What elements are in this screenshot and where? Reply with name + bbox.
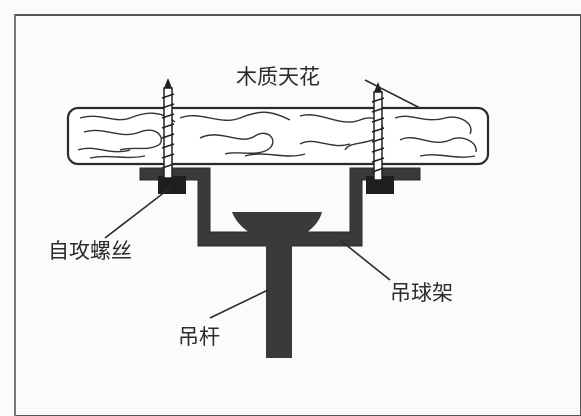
bracket-leader [339, 239, 391, 281]
frame-border [14, 14, 581, 416]
rod-label: 吊杆 [178, 325, 220, 349]
rod-leader [209, 289, 269, 319]
ceiling-leader [364, 79, 421, 109]
ceiling-label: 木质天花 [236, 65, 320, 89]
screw-leader [104, 187, 171, 239]
hanging-bracket [139, 167, 421, 247]
wooden-ceiling [66, 106, 490, 166]
left-screw [158, 78, 186, 194]
bracket-label: 吊球架 [390, 281, 453, 305]
right-screw [366, 82, 394, 194]
hanging-rod [232, 212, 322, 358]
screw-label: 自攻螺丝 [48, 239, 132, 263]
leader-lines [104, 79, 421, 319]
